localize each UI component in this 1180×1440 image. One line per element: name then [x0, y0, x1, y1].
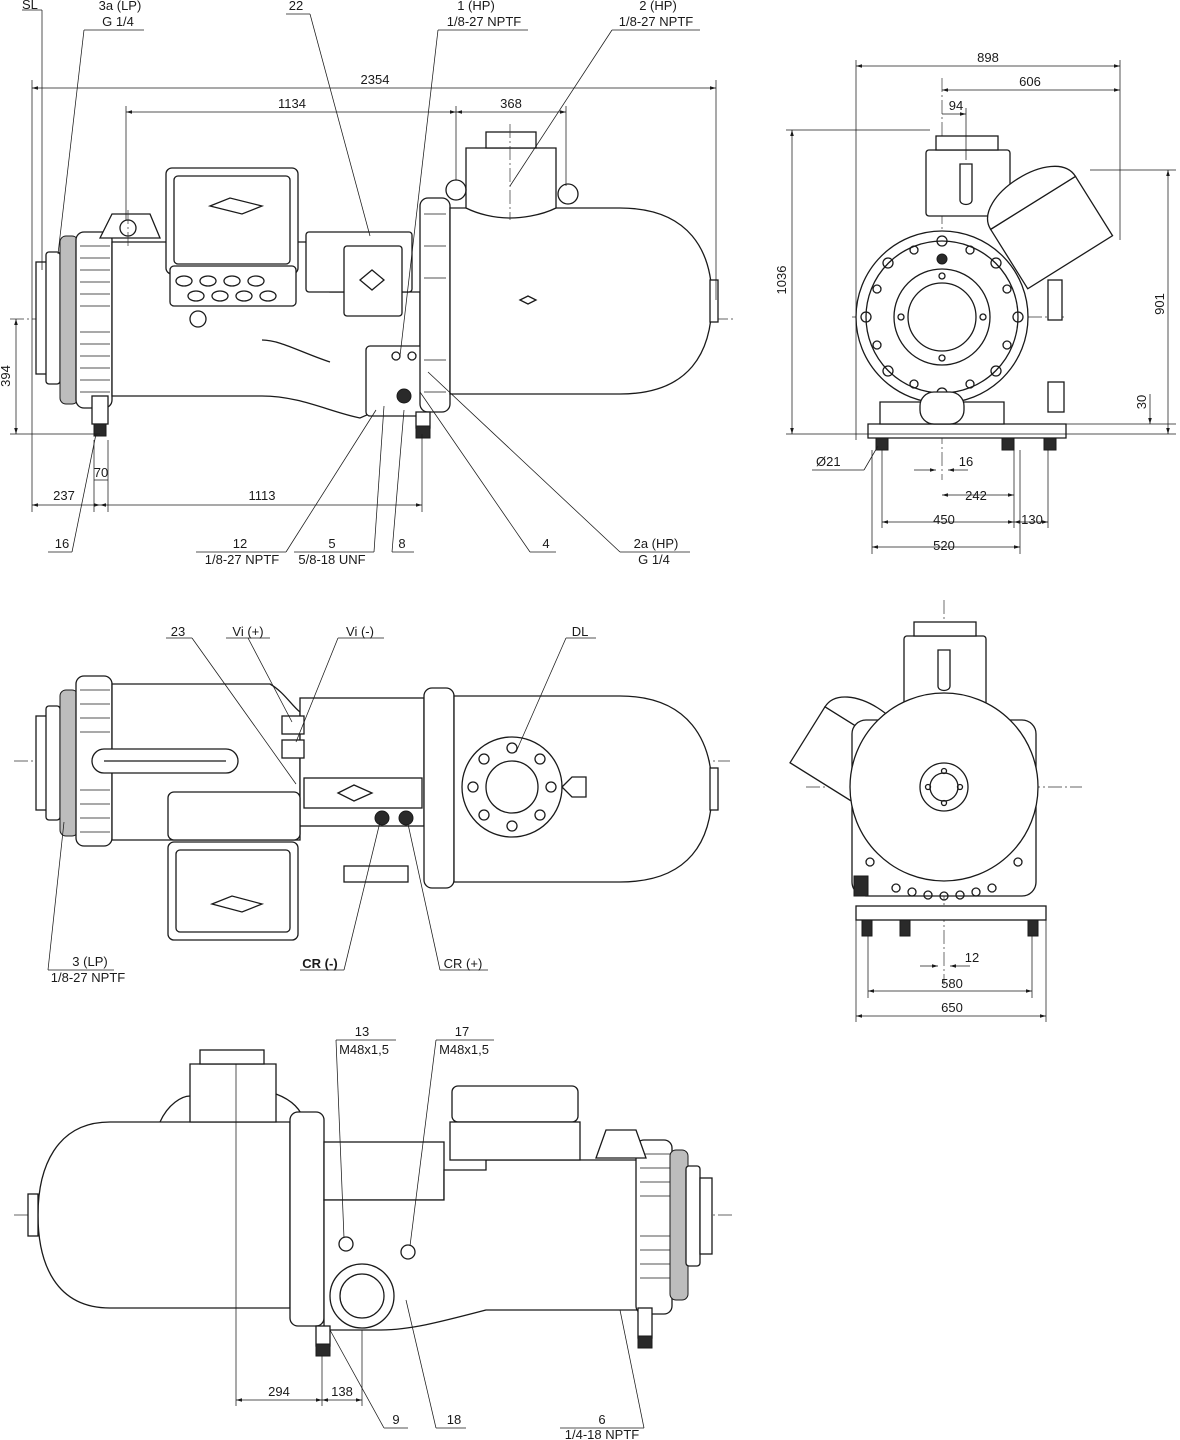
- callout-23: 23: [171, 624, 185, 639]
- front-view-top: 898 606 94 1036 901 30 Ø21 16 242 450 13…: [774, 50, 1176, 554]
- dim-1113: 1113: [249, 488, 276, 503]
- dim-394: 394: [0, 365, 13, 387]
- callout-2-thread: 1/8-27 NPTF: [619, 14, 693, 29]
- callout-vi-minus: Vi (-): [346, 624, 374, 639]
- callout-2a: 2a (HP): [634, 536, 679, 551]
- callout-17: 17: [455, 1024, 469, 1039]
- callout-5-thread: 5/8-18 UNF: [298, 552, 365, 567]
- dim-16: 16: [959, 454, 973, 469]
- callout-3a: 3a (LP): [99, 0, 142, 13]
- side-view-top: 2354 1134 368 394 70 237 1113 SL 3a (LP)…: [0, 0, 735, 567]
- dim-294: 294: [268, 1384, 290, 1399]
- dim-520: 520: [933, 538, 955, 553]
- callout-1-thread: 1/8-27 NPTF: [447, 14, 521, 29]
- dim-901: 901: [1152, 293, 1167, 315]
- dim-1036: 1036: [774, 266, 789, 295]
- dim-237: 237: [53, 488, 75, 503]
- callout-vi-plus: Vi (+): [232, 624, 263, 639]
- dim-368: 368: [500, 96, 522, 111]
- dim-450: 450: [933, 512, 955, 527]
- callout-1: 1 (HP): [457, 0, 495, 13]
- callout-6: 6: [598, 1412, 605, 1427]
- dim-12: 12: [965, 950, 979, 965]
- callout-12-thread: 1/8-27 NPTF: [205, 552, 279, 567]
- callout-13: 13: [355, 1024, 369, 1039]
- dim-606: 606: [1019, 74, 1041, 89]
- top-view-middle: 23 Vi (+) Vi (-) DL 3 (LP) 1/8-27 NPTF C…: [14, 624, 730, 985]
- dim-2354: 2354: [361, 72, 390, 87]
- callout-9: 9: [392, 1412, 399, 1427]
- callout-2: 2 (HP): [639, 0, 677, 13]
- callout-16: 16: [55, 536, 69, 551]
- callout-18: 18: [447, 1412, 461, 1427]
- callout-cr-minus: CR (-): [302, 956, 337, 971]
- dim-898: 898: [977, 50, 999, 65]
- dim-30: 30: [1134, 395, 1149, 409]
- callout-12: 12: [233, 536, 247, 551]
- callout-cr-plus: CR (+): [444, 956, 483, 971]
- callout-sl: SL: [22, 0, 38, 12]
- callout-2a-thread: G 1/4: [638, 552, 670, 567]
- dim-650: 650: [941, 1000, 963, 1015]
- side-view-bottom: 294 138 13 M48x1,5 17 M48x1,5 9 18 6 1/4…: [14, 1024, 734, 1440]
- dim-580: 580: [941, 976, 963, 991]
- callout-dl: DL: [572, 624, 589, 639]
- dim-138: 138: [331, 1384, 353, 1399]
- dim-242: 242: [965, 488, 987, 503]
- callout-4: 4: [542, 536, 549, 551]
- callout-3a-thread: G 1/4: [102, 14, 134, 29]
- callout-8: 8: [398, 536, 405, 551]
- callout-17-thread: M48x1,5: [439, 1042, 489, 1057]
- dim-70: 70: [94, 465, 108, 480]
- dim-94: 94: [949, 98, 963, 113]
- callout-22: 22: [289, 0, 303, 13]
- callout-3: 3 (LP): [72, 954, 107, 969]
- dim-130: 130: [1021, 512, 1043, 527]
- callout-13-thread: M48x1,5: [339, 1042, 389, 1057]
- dim-d21: Ø21: [816, 454, 841, 469]
- dim-1134: 1134: [278, 96, 306, 111]
- callout-3-thread: 1/8-27 NPTF: [51, 970, 125, 985]
- callout-6-thread: 1/4-18 NPTF: [565, 1427, 639, 1440]
- rear-view-middle: 12 580 650: [789, 600, 1082, 1022]
- callout-5: 5: [328, 536, 335, 551]
